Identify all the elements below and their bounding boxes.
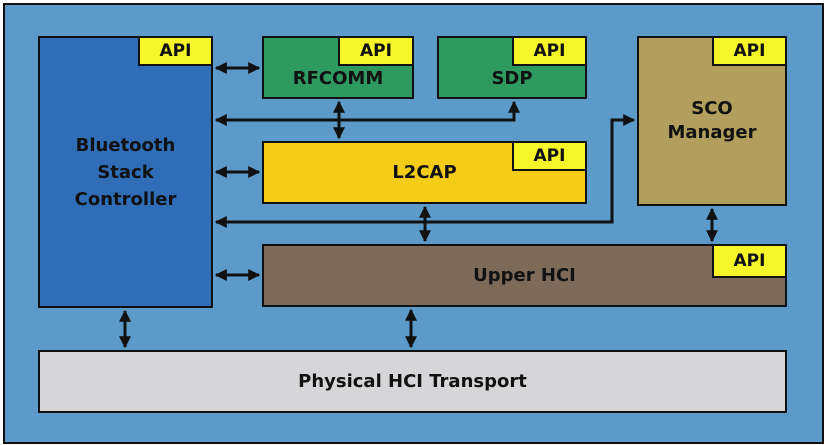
controller-label-line-1: Bluetooth [75,134,176,156]
controller-sco-arrow [214,114,636,228]
controller-label-line-2: Stack [97,161,154,183]
controller-label-line-3: Controller [74,188,177,210]
rfcomm-api-tag: API [338,36,414,66]
sco-label-line-1: SCO [691,98,733,119]
sdp-api-tag: API [512,36,587,66]
transport-label: Physical HCI Transport [298,371,527,392]
controller-sdp-arrow [214,100,520,126]
upper-hci-api-tag: API [712,244,787,278]
bluetooth-stack-controller-block: Bluetooth Stack Controller [38,36,213,308]
sco-label-line-2: Manager [667,122,757,143]
upper-hci-label: Upper HCI [473,265,576,286]
physical-hci-transport-block: Physical HCI Transport [38,350,787,413]
sco-api-tag: API [712,36,787,66]
upper-hci-block: Upper HCI [262,244,787,307]
controller-api-tag: API [138,36,213,66]
sdp-label: SDP [491,68,533,89]
rfcomm-label: RFCOMM [292,68,384,89]
